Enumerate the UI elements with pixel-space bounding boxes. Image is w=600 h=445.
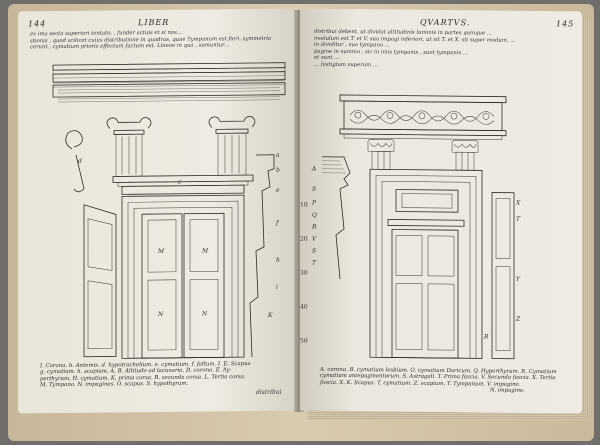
label-x: X bbox=[515, 200, 521, 207]
right-page: QVARTVS. 145 distribui debent, ut divida… bbox=[300, 8, 582, 414]
book-gutter bbox=[294, 10, 304, 412]
side-letter-s: S bbox=[312, 186, 316, 193]
label-e: e bbox=[276, 187, 280, 194]
side-letter-a: A bbox=[311, 166, 317, 173]
left-caption-line: M. Tympana. N. impagines. O. scapus. S. … bbox=[40, 380, 189, 389]
margin-number-30: 30 bbox=[300, 270, 308, 277]
right-page-number: 145 bbox=[556, 19, 575, 29]
left-text-line: cerunt , cymatium prioris effectum factu… bbox=[30, 42, 230, 51]
right-body-text: distribui debent, ut dividat altitudinis… bbox=[314, 29, 570, 71]
book: 144 LIBER ex ima secta superiori tentato… bbox=[8, 4, 594, 441]
left-page: 144 LIBER ex ima secta superiori tentato… bbox=[18, 8, 298, 414]
side-letter-v: V bbox=[312, 236, 317, 243]
label-z: Z bbox=[515, 316, 521, 323]
side-letter-r: R bbox=[311, 224, 317, 231]
left-body-text: ex ima secta superiori tentato, , funder… bbox=[30, 29, 285, 51]
left-engraving-ionic-doorway: c a b e f h i d K M M N N bbox=[52, 62, 286, 359]
label-b: b bbox=[276, 167, 280, 174]
left-page-number: 144 bbox=[28, 19, 47, 29]
label-n-right: N bbox=[201, 310, 208, 317]
label-n-left: N bbox=[157, 311, 164, 318]
margin-number-40: 40 bbox=[300, 304, 308, 311]
label-k: K bbox=[267, 312, 273, 319]
left-running-head: LIBER bbox=[138, 17, 170, 28]
label-c: c bbox=[178, 179, 182, 186]
label-m-right: M bbox=[201, 247, 209, 254]
label-f: f bbox=[275, 220, 280, 227]
label-y: Y bbox=[516, 276, 521, 283]
right-caption: A. corona. B. cymatium lesbium. O. cymat… bbox=[320, 367, 574, 395]
right-caption-line: N. impagine. bbox=[490, 387, 525, 395]
side-letter-s2: S bbox=[312, 248, 316, 255]
right-text-line: ... fastigium superum ... bbox=[314, 61, 378, 68]
side-letter-p: P bbox=[311, 200, 317, 207]
page-edges-bottom bbox=[308, 410, 586, 420]
label-h: h bbox=[276, 257, 280, 264]
margin-number-50: 50 bbox=[300, 338, 308, 345]
margin-number-10: 10 bbox=[300, 202, 308, 209]
left-caption: I. Corona. b. Antemis. d. hypotrachelium… bbox=[40, 361, 290, 389]
label-t: T bbox=[516, 216, 521, 223]
label-a: a bbox=[276, 152, 280, 159]
label-i: i bbox=[276, 284, 278, 291]
side-letter-t: T bbox=[312, 260, 317, 267]
margin-number-20: 20 bbox=[300, 236, 308, 243]
left-catchword: distribui bbox=[256, 388, 282, 396]
label-r: R bbox=[483, 333, 489, 340]
side-letter-q: Q bbox=[312, 212, 317, 219]
right-running-head: QVARTVS. bbox=[420, 17, 471, 28]
page-edges-right bbox=[582, 18, 592, 416]
label-m-left: M bbox=[157, 248, 165, 255]
label-d: d bbox=[78, 158, 82, 165]
right-engraving-doorway: A S P Q R V S T X T Y Z R 10 20 30 40 50 bbox=[300, 94, 521, 360]
